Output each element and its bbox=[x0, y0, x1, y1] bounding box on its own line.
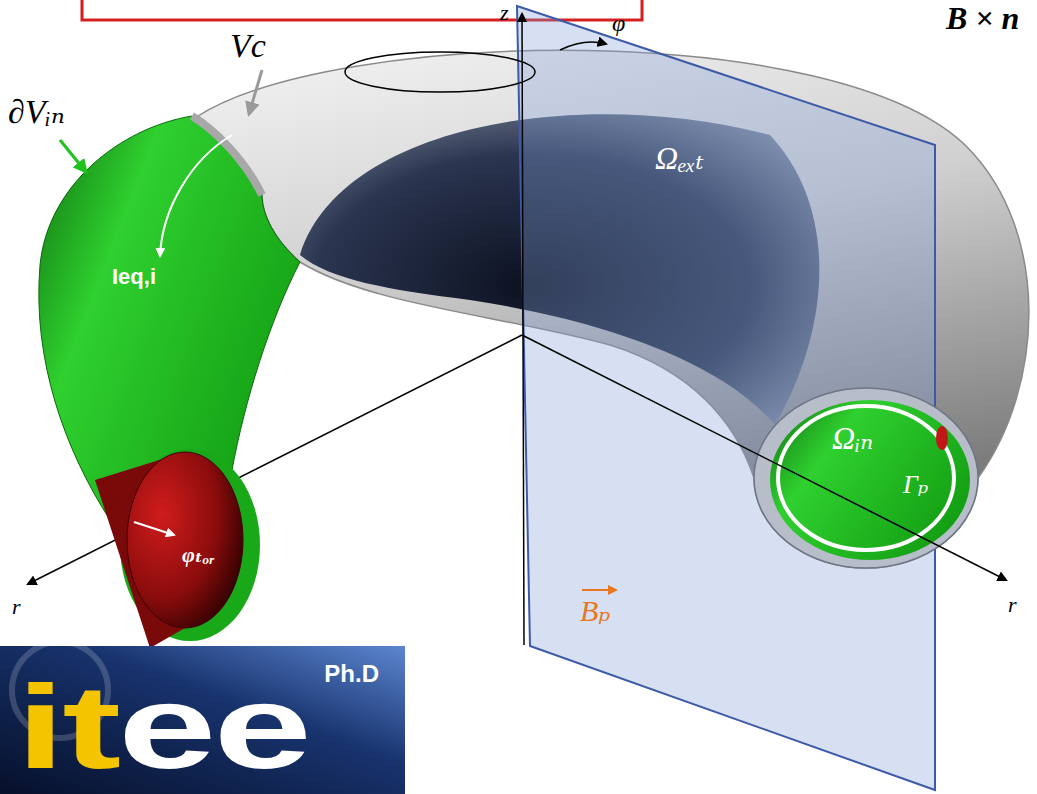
toroidal-arrow bbox=[560, 42, 606, 50]
leader-arrow bbox=[249, 70, 262, 114]
z-axis bbox=[522, 14, 524, 645]
leader-arrow bbox=[60, 140, 86, 172]
flux-arrow bbox=[134, 522, 174, 535]
logo-box: Ph.D itee bbox=[0, 646, 405, 794]
axis-name: z bbox=[500, 0, 509, 25]
axis-name: φ bbox=[612, 10, 625, 38]
logo-word: itee bbox=[16, 668, 309, 786]
red-frame bbox=[82, 0, 642, 20]
logo-ground bbox=[0, 646, 405, 794]
region-name: Ωᵢₙ bbox=[832, 420, 873, 457]
formula: B × n bbox=[946, 0, 1019, 37]
shell-cut-edge bbox=[192, 116, 262, 195]
r-axis bbox=[522, 335, 1006, 580]
toroidal-circle bbox=[345, 52, 535, 92]
axis-name: r bbox=[12, 594, 21, 619]
boundary-name: Γₚ bbox=[903, 470, 928, 500]
current-arrow bbox=[160, 135, 232, 256]
core-sliver bbox=[936, 426, 948, 450]
boundary-name: ∂Vᵢₙ bbox=[8, 92, 65, 131]
vector-arrow bbox=[582, 589, 616, 591]
shell-section bbox=[754, 388, 978, 568]
current-name: Ieq,i bbox=[112, 264, 156, 289]
core-cap bbox=[127, 452, 243, 628]
axis-name: r bbox=[1008, 592, 1017, 617]
logo-subtitle: Ph.D bbox=[324, 660, 379, 688]
inner-section bbox=[770, 400, 970, 560]
region-name: Ωₑₓₜ bbox=[655, 140, 704, 177]
region-name: Vc bbox=[230, 26, 266, 65]
flux-name: φₜₒᵣ bbox=[182, 542, 214, 567]
field-name: Bₚ bbox=[580, 594, 610, 629]
